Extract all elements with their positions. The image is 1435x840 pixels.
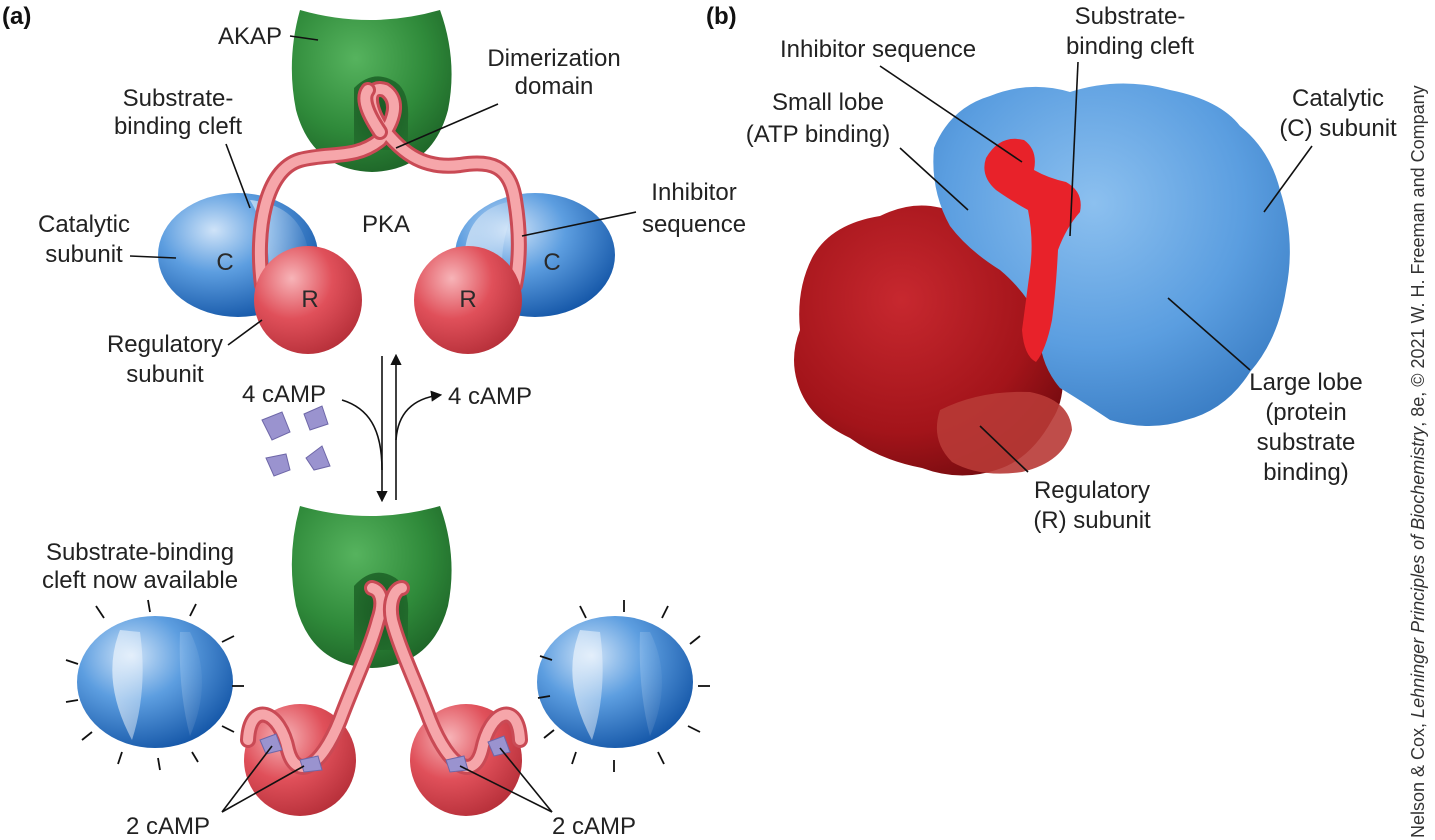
large-lobe-leader: [1167, 297, 1251, 371]
substrate-cleft-label-2: binding cleft: [114, 113, 242, 140]
camp-leader-right-2: [499, 747, 553, 813]
pka-holoenzyme-top: C C R R: [158, 10, 615, 354]
camp-molecule: [259, 733, 283, 755]
camp-molecule: [303, 405, 329, 431]
camp-leader-left-2: [221, 765, 305, 813]
camp-leader-left-1: [221, 745, 273, 813]
pka-surface-model: [794, 83, 1290, 476]
activity-rays-left: [65, 599, 244, 771]
r-label-right: R: [459, 286, 476, 313]
regulatory-surface-lower: [936, 391, 1072, 474]
activity-rays-right: [537, 600, 710, 772]
b-regulatory-label-1: Regulatory: [1034, 477, 1150, 504]
camp-molecule: [299, 755, 323, 773]
regulatory-subunit-leader: [227, 319, 263, 346]
b-regulatory-label-2: (R) subunit: [1033, 507, 1151, 534]
panel-a-label: (a): [2, 3, 31, 30]
b-inhibitor-seq-label: Inhibitor sequence: [780, 36, 976, 63]
b-substrate-cleft-label-2: binding cleft: [1066, 33, 1194, 60]
camp-molecule: [305, 445, 331, 471]
small-lobe-leader: [899, 147, 969, 211]
free-catalytic-band-left: [112, 630, 202, 740]
regulatory-subunit-label-1: Regulatory: [107, 331, 223, 358]
camp-in-label: 4 cAMP: [242, 381, 326, 408]
camp-leader-right-1: [459, 765, 553, 813]
dimerization-label-1: Dimerization: [487, 45, 620, 72]
large-lobe-label-4: binding): [1263, 459, 1348, 486]
cleft-available-label-2: cleft now available: [42, 567, 238, 594]
b-substrate-cleft-label-1: Substrate-: [1075, 3, 1186, 30]
dimerization-label-2: domain: [515, 73, 594, 100]
regulatory-subunit-right: [414, 246, 522, 354]
camp-bound-label-left: 2 cAMP: [126, 813, 210, 840]
camp-molecule: [265, 453, 291, 477]
bound-camp-molecules: [259, 733, 511, 773]
large-lobe-label-2: (protein: [1265, 399, 1346, 426]
b-regulatory-leader: [979, 425, 1029, 473]
inhibitor-seq-label-1: Inhibitor: [651, 179, 736, 206]
camp-molecule: [261, 411, 291, 441]
credit-line: Nelson & Cox, Lehninger Principles of Bi…: [1408, 85, 1428, 838]
catalytic-subunit-label-1: Catalytic: [38, 211, 130, 238]
cleft-available-label-1: Substrate-binding: [46, 539, 234, 566]
c-label-left: C: [216, 249, 233, 276]
equilibrium-arrows: [341, 353, 443, 503]
substrate-cleft-label-1: Substrate-: [123, 85, 234, 112]
regulatory-subunit-left: [254, 246, 362, 354]
b-catalytic-label-2: (C) subunit: [1279, 115, 1397, 142]
pka-label: PKA: [362, 211, 410, 238]
akap-label: AKAP: [218, 23, 282, 50]
catalytic-subunit-label-2: subunit: [45, 241, 123, 268]
large-lobe-label-1: Large lobe: [1249, 369, 1362, 396]
free-catalytic-subunit-left: [77, 616, 233, 748]
akap-leader: [289, 35, 319, 41]
linker-tubes-bottom: [240, 580, 528, 775]
camp-out-label: 4 cAMP: [448, 383, 532, 410]
inhibitor-seq-label-2: sequence: [642, 211, 746, 238]
free-camp-molecules: [261, 405, 331, 477]
free-catalytic-subunit-right: [537, 616, 693, 748]
large-lobe-label-3: substrate: [1257, 429, 1356, 456]
dimerization-leader: [395, 103, 499, 149]
catalytic-subunit-leader: [129, 255, 177, 259]
free-catalytic-band-right: [572, 630, 662, 740]
regulatory-subunit-label-2: subunit: [126, 361, 204, 388]
linker-tubes-top: [251, 81, 527, 293]
small-lobe-label-2: (ATP binding): [746, 121, 891, 148]
b-catalytic-leader: [1263, 145, 1313, 213]
b-catalytic-label-1: Catalytic: [1292, 85, 1384, 112]
b-substrate-cleft-leader: [1069, 61, 1079, 237]
r-label-left: R: [301, 286, 318, 313]
inhibitor-seq-leader: [521, 211, 637, 237]
camp-molecule: [487, 735, 511, 757]
panel-b-label: (b): [706, 3, 737, 30]
pka-dissociated-bottom: [65, 506, 710, 816]
camp-bound-label-right: 2 cAMP: [552, 813, 636, 840]
inhibitor-surface: [984, 138, 1081, 362]
b-inhibitor-seq-leader: [879, 65, 1023, 163]
substrate-cleft-leader: [225, 143, 251, 209]
c-label-right: C: [543, 249, 560, 276]
small-lobe-label-1: Small lobe: [772, 89, 884, 116]
